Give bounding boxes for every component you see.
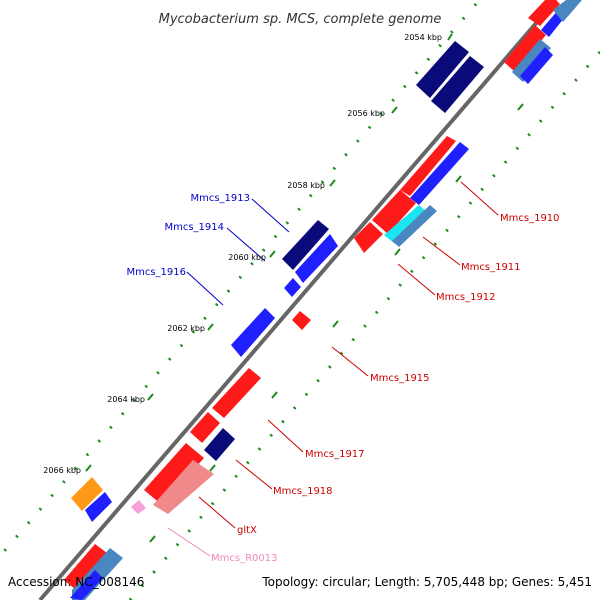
leader-rna (167, 527, 211, 557)
gene-reverse-top[interactable] (528, 0, 560, 26)
tick-label: 2066 kbp (43, 466, 81, 475)
gene-reverse-blue[interactable] (520, 47, 553, 84)
tick-label: 2060 kbp (228, 253, 266, 262)
gene-label-mmcs-1912[interactable]: Mmcs_1912 (436, 292, 496, 303)
gene-mmcs-1910[interactable] (400, 136, 456, 196)
gene-reverse-top-steel[interactable] (553, 0, 582, 22)
gene-forward-small[interactable] (85, 492, 112, 522)
topology-text: Topology: circular; Length: 5,705,448 bp… (261, 575, 592, 589)
gene-label-mmcs-1918[interactable]: Mmcs_1918 (273, 486, 333, 497)
gene-mmcs-1914[interactable] (295, 234, 338, 283)
gene-gltx[interactable] (153, 460, 214, 514)
gene-label-gltx[interactable]: gltX (237, 525, 257, 536)
gene-mmcs-1917b[interactable] (190, 412, 220, 443)
gene-label-mmcs-1916[interactable]: Mmcs_1916 (126, 267, 186, 278)
gene-reverse-bottom[interactable] (64, 544, 107, 590)
gene-label-mmcs-1911[interactable]: Mmcs_1911 (461, 262, 521, 273)
gene-label-mmcs-1913[interactable]: Mmcs_1913 (190, 193, 250, 204)
gene-label-mmcs-1910[interactable]: Mmcs_1910 (500, 213, 560, 224)
gene-forward-orange[interactable] (71, 477, 103, 511)
forward-strand-genes (71, 41, 484, 522)
reverse-strand-genes (64, 0, 582, 600)
gene-mmcs-1918-dark[interactable] (204, 428, 235, 461)
gene-mmcs-1913[interactable] (282, 220, 329, 270)
tick-label: 2064 kbp (107, 395, 145, 404)
leaders-left (186, 198, 290, 306)
gene-mmcs-1911[interactable] (372, 190, 416, 234)
gene-reverse[interactable] (504, 25, 546, 72)
gene-mmcs-1915[interactable] (292, 311, 311, 330)
tick-track-inner (128, 51, 600, 600)
gene-mmcs-1916[interactable] (231, 308, 275, 357)
gene-label-mmcs-1914[interactable]: Mmcs_1914 (164, 222, 224, 233)
tick-label: 2062 kbp (167, 324, 205, 333)
gene-forward-dark[interactable] (416, 41, 469, 98)
genome-backbone (38, 0, 558, 600)
leaders-right (198, 181, 499, 529)
gene-label-mmcs-1917[interactable]: Mmcs_1917 (305, 449, 365, 460)
gene-label-mmcs-r0013[interactable]: Mmcs_R0013 (211, 553, 277, 564)
gene-reverse-bottom-blue[interactable] (70, 570, 103, 600)
gene-mmcs-1912[interactable] (354, 222, 383, 253)
tick-label: 2056 kbp (347, 109, 385, 118)
major-ticks (85, 33, 524, 543)
gene-mmcs-1917[interactable] (212, 368, 261, 418)
gene-mmcs-r0013[interactable] (131, 500, 146, 514)
gene-forward-dark[interactable] (431, 56, 484, 113)
gene-mmcs-1911-cyan[interactable] (384, 205, 429, 243)
gene-mmcs-1911-steel[interactable] (392, 205, 437, 247)
gene-forward-small[interactable] (284, 278, 301, 297)
gene-label-mmcs-1915[interactable]: Mmcs_1915 (370, 373, 430, 384)
gene-reverse-steel[interactable] (512, 39, 551, 82)
tick-label: 2054 kbp (404, 33, 442, 42)
tick-label: 2058 kbp (287, 181, 325, 190)
accession-text: Accession: NC_008146 (8, 575, 144, 589)
gene-mmcs-1910-blue[interactable] (410, 142, 469, 205)
gene-mmcs-1918[interactable] (144, 443, 204, 505)
map-title: Mycobacterium sp. MCS, complete genome (159, 12, 442, 27)
